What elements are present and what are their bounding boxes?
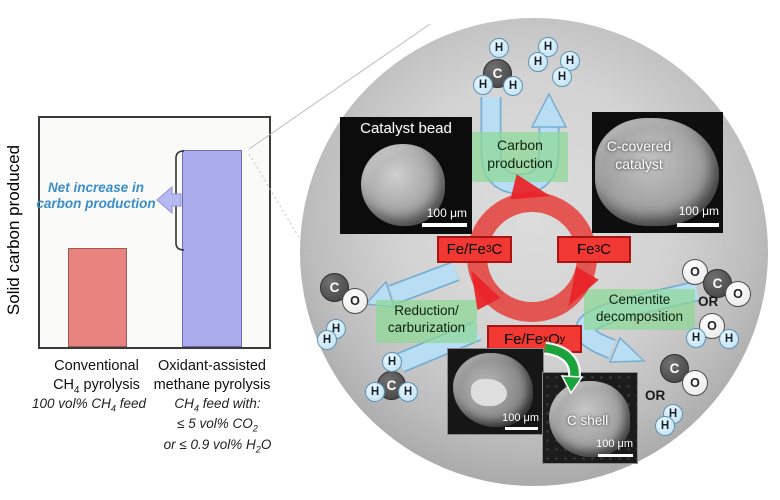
oxygen-atom: O	[342, 288, 368, 314]
annotation-line1: Net increase in	[47, 180, 145, 195]
scale-bar	[505, 427, 538, 430]
hydrogen-atom: H	[317, 330, 337, 350]
hydrogen-atom: H	[719, 329, 739, 349]
feed-note-conventional: 100 vol% CH4 feed	[32, 396, 146, 414]
scale-label: 100 μm	[502, 412, 539, 424]
hydrogen-atom: H	[686, 328, 706, 348]
or-label: OR	[645, 388, 666, 403]
scale-label: 100 μm	[596, 438, 633, 450]
or-label: OR	[698, 294, 719, 309]
annotation-line2: carbon production	[36, 196, 156, 212]
hydrogen-atom: H	[473, 75, 493, 95]
process-box-reduction-carburization: Reduction/ carburization	[376, 300, 477, 343]
scale-bar	[677, 223, 719, 227]
net-increase-annotation: Net increase in carbon production	[32, 180, 160, 213]
hydrogen-atom: H	[382, 352, 402, 372]
hydrogen-atom: H	[560, 51, 580, 71]
hydrogen-atom: H	[398, 382, 418, 402]
bar-conventional-pyrolysis	[68, 248, 127, 347]
scale-bar	[598, 454, 633, 457]
hydrogen-atom: H	[489, 38, 509, 58]
oxygen-atom: O	[725, 281, 751, 307]
c-covered-catalyst-particle	[595, 118, 719, 226]
process-box-carbon-production: Carbon production	[472, 132, 568, 182]
scale-bar	[422, 223, 467, 227]
hydrogen-atom: H	[365, 382, 385, 402]
sem-image-oxidized-bead: 100 μm	[447, 348, 544, 435]
hydrogen-atom: H	[538, 37, 558, 57]
sem-image-catalyst-bead: Catalyst bead 100 μm	[340, 117, 472, 234]
oxygen-atom: O	[682, 370, 708, 396]
sem-image-c-shell: C shell 100 μm	[542, 372, 638, 464]
sem-label-c-covered: C-covered catalyst	[606, 138, 672, 172]
hydrogen-atom: H	[655, 416, 675, 436]
process-box-cementite-decomposition: Cementite decomposition	[584, 289, 695, 330]
category-label-conventional: Conventional CH4 pyrolysis	[53, 358, 140, 396]
hydrogen-atom: H	[528, 52, 548, 72]
bright-patch	[471, 379, 507, 406]
feed-note-oxidant: CH4 feed with: ≤ 5 vol% CO2 or ≤ 0.9 vol…	[163, 396, 272, 455]
category-label-oxidant: Oxidant-assisted methane pyrolysis	[153, 358, 271, 393]
bar-oxidant-assisted-pyrolysis	[182, 150, 242, 347]
sem-label-c-shell: C shell	[567, 413, 609, 428]
sem-image-c-covered-catalyst: C-covered catalyst 100 μm	[592, 112, 723, 233]
scale-label: 100 μm	[678, 204, 719, 218]
carbon-atom: C	[703, 269, 732, 298]
hydrogen-atom: H	[552, 67, 572, 87]
y-axis-label: Solid carbon produced	[4, 144, 23, 316]
oxidized-bead-particle	[453, 353, 533, 427]
hydrogen-atom: H	[503, 76, 523, 96]
sem-label-catalyst-bead: Catalyst bead	[360, 120, 452, 137]
scale-label: 100 μm	[426, 206, 467, 220]
catalyst-bead-sphere	[361, 144, 445, 226]
